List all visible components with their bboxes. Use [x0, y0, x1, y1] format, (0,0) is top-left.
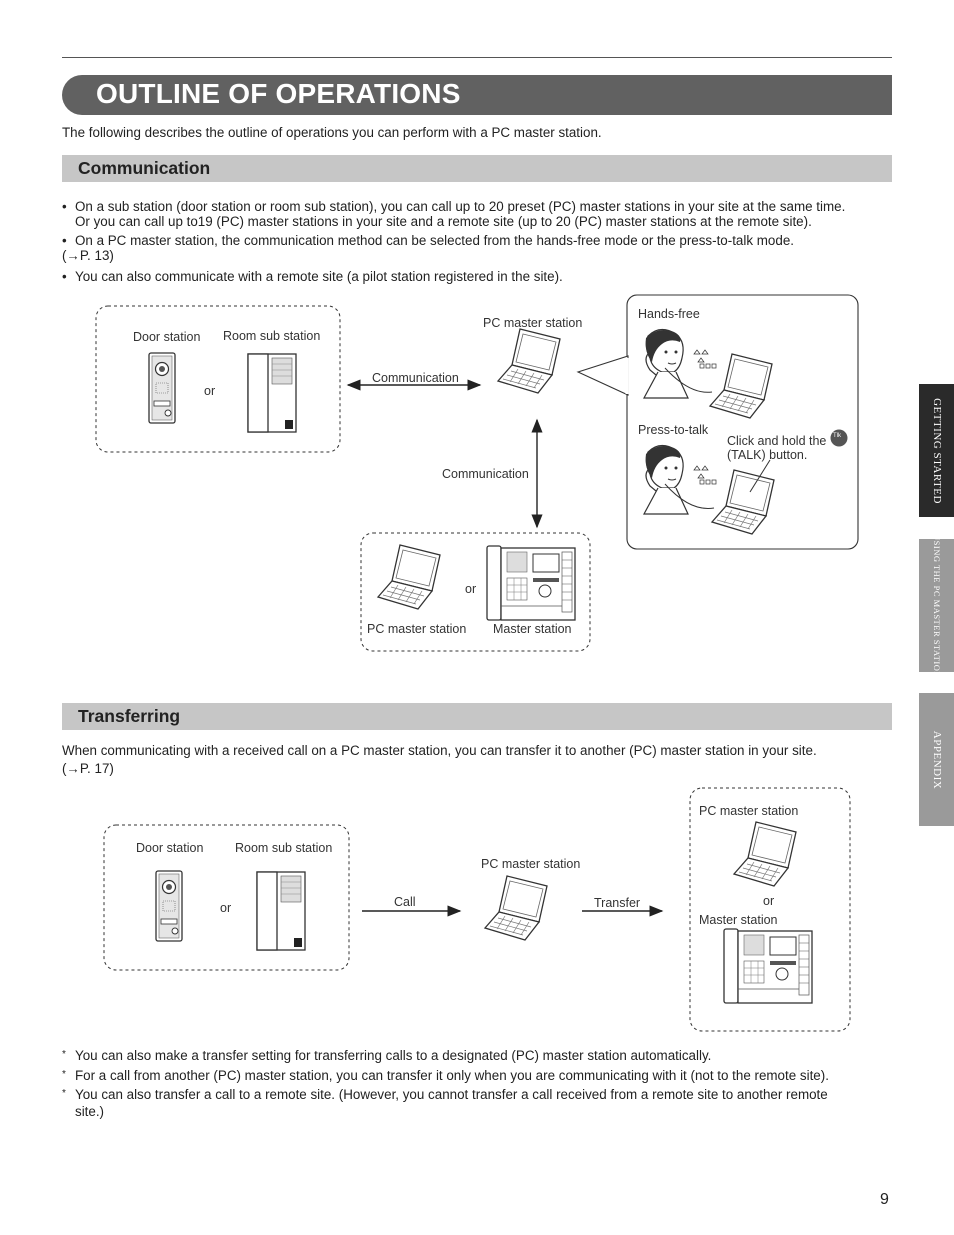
intro-text: The following describes the outline of o…	[62, 125, 602, 140]
label-or-right: or	[763, 894, 775, 908]
label-pc-master-station: PC master station	[483, 316, 583, 330]
note-text: For a call from another (PC) master stat…	[75, 1068, 829, 1083]
label-bottom-master-station: Master station	[493, 622, 572, 636]
talk-icon: Tlk	[833, 433, 841, 439]
label-door-station: Door station	[136, 841, 204, 855]
top-rule	[62, 57, 892, 58]
section-heading-transferring: Transferring	[78, 706, 181, 726]
label-pc-master-station-right: PC master station	[699, 804, 799, 818]
bullet-marker: •	[62, 269, 67, 284]
side-tab-using-pc-master[interactable]: USING THE PC MASTER STATION	[919, 534, 954, 677]
side-tab-label: APPENDIX	[930, 730, 943, 789]
label-press-to-talk: Press-to-talk	[638, 423, 709, 437]
side-tab-appendix[interactable]: APPENDIX	[919, 693, 954, 826]
label-door-station: Door station	[133, 330, 201, 344]
note-text: You can also make a transfer setting for…	[75, 1048, 712, 1063]
bullet-text: Or you can call up to19 (PC) master stat…	[75, 214, 812, 229]
label-hands-free: Hands-free	[638, 307, 700, 321]
label-communication-vertical: Communication	[442, 467, 529, 481]
section-heading-communication: Communication	[78, 158, 211, 178]
label-communication-horizontal: Communication	[372, 371, 459, 385]
label-or: or	[220, 901, 232, 915]
note-asterisk: *	[62, 1088, 66, 1099]
label-talk-button: (TALK) button.	[727, 448, 808, 462]
label-click-hold: Click and hold the	[727, 434, 827, 448]
transfer-paragraph: When communicating with a received call …	[62, 743, 817, 758]
title-bar	[62, 75, 892, 115]
label-bottom-or: or	[465, 582, 477, 596]
label-call: Call	[394, 895, 416, 909]
side-tab-label: GETTING STARTED	[930, 397, 943, 504]
label-pc-master-station: PC master station	[481, 857, 581, 871]
note-text: You can also transfer a call to a remote…	[75, 1087, 828, 1102]
label-transfer: Transfer	[594, 896, 641, 910]
section-bar-transferring	[62, 703, 892, 730]
note-asterisk: *	[62, 1049, 66, 1060]
page-number: 9	[880, 1191, 889, 1208]
note-asterisk: *	[62, 1069, 66, 1080]
note-text: site.)	[75, 1104, 105, 1119]
page-title: OUTLINE OF OPERATIONS	[96, 78, 461, 109]
bullet-text: On a sub station (door station or room s…	[75, 199, 846, 214]
label-room-sub-station: Room sub station	[223, 329, 321, 343]
side-tab-label: USING THE PC MASTER STATION	[931, 533, 942, 678]
bullet-marker: •	[62, 199, 67, 214]
bullet-text: On a PC master station, the communicatio…	[75, 233, 794, 248]
label-or: or	[204, 384, 216, 398]
section-bar-communication	[62, 155, 892, 182]
bullet-text: (→P. 13)	[62, 248, 114, 263]
side-tab-getting-started[interactable]: GETTING STARTED	[919, 384, 954, 517]
transfer-paragraph-ref: (→P. 17)	[62, 761, 114, 776]
bullet-text: You can also communicate with a remote s…	[75, 269, 563, 284]
label-master-station: Master station	[699, 913, 778, 927]
label-room-sub-station: Room sub station	[235, 841, 333, 855]
bullet-marker: •	[62, 233, 67, 248]
label-bottom-pc-master: PC master station	[367, 622, 467, 636]
